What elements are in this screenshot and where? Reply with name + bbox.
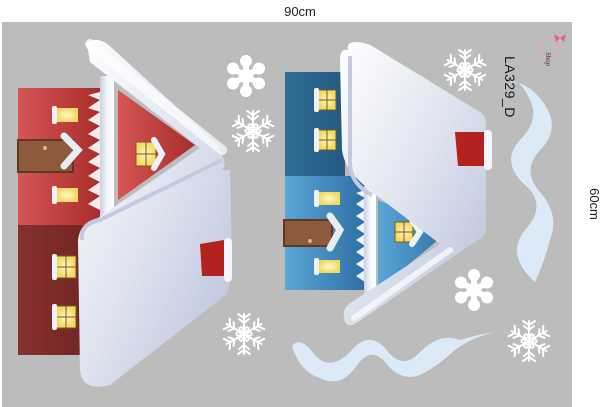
snowflake-icon	[224, 314, 265, 354]
window	[56, 188, 78, 202]
product-code: LA329_D	[502, 56, 518, 118]
width-dimension-label: 90cm	[284, 4, 316, 19]
red-house	[17, 39, 232, 387]
red-house-chimney	[200, 240, 224, 276]
snowflake-icon	[233, 111, 274, 151]
wind-swirl-vertical	[510, 81, 554, 282]
svg-text:Shop: Shop	[544, 52, 552, 67]
snowflake-icon	[227, 55, 265, 97]
wind-swirl-horizontal	[292, 332, 495, 382]
blue-house-chimney	[455, 132, 485, 166]
snowflake-icon	[509, 321, 550, 361]
shop-logo-icon: Shop	[540, 34, 566, 67]
window	[318, 260, 340, 273]
window	[56, 108, 78, 122]
snowflake-icon	[445, 50, 486, 90]
height-dimension-label: 60cm	[587, 188, 600, 220]
window	[318, 192, 340, 205]
blue-house-door	[283, 219, 333, 247]
snowflake-icon	[455, 269, 493, 311]
blue-house	[283, 42, 492, 326]
